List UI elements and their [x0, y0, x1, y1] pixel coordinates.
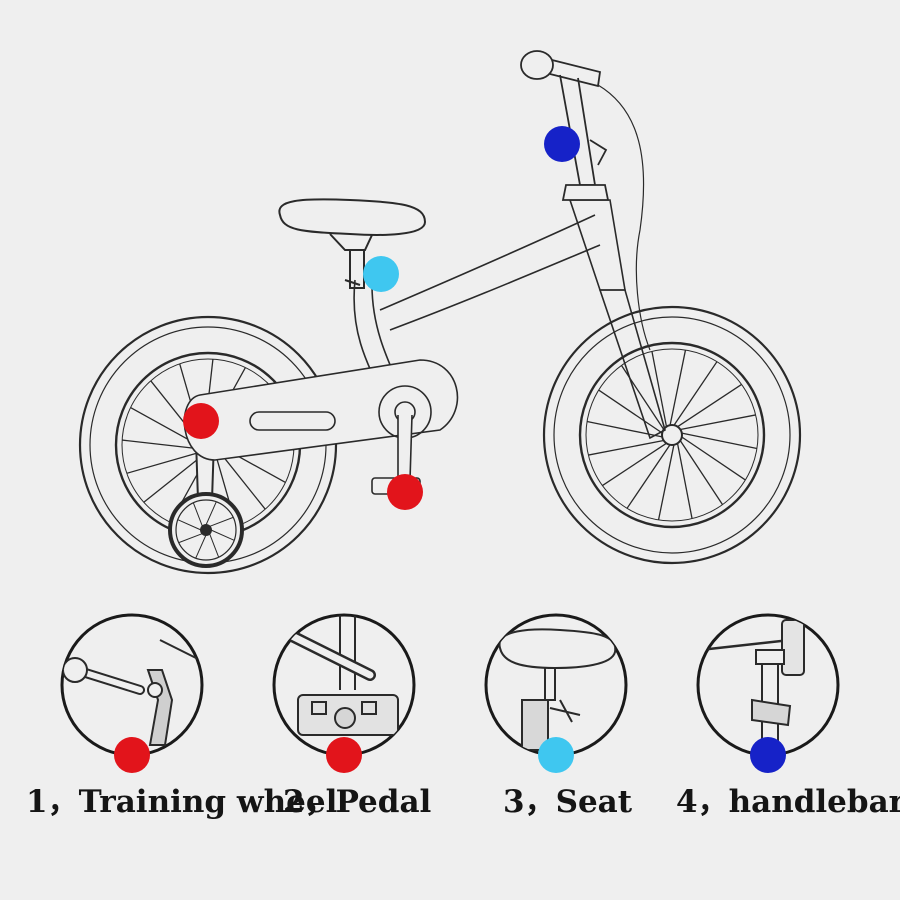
spoke	[681, 432, 758, 450]
spoke	[588, 439, 664, 456]
marker-detail-handlebar	[750, 737, 786, 773]
training-wheel-assembly	[168, 439, 244, 568]
spoke	[178, 533, 203, 544]
spoke	[681, 436, 746, 481]
front-wheel	[542, 305, 802, 565]
detail-circle-pedal	[272, 613, 416, 757]
spoke	[130, 407, 197, 445]
spoke	[586, 420, 663, 438]
spoke	[209, 533, 220, 558]
spoke	[669, 349, 687, 426]
marker-detail-seat	[538, 737, 574, 773]
bike-seat	[278, 198, 427, 289]
spoke	[626, 444, 671, 509]
marker-layer	[114, 126, 786, 773]
caption-pedal: 2，Pedal	[283, 784, 432, 820]
spoke	[680, 414, 756, 431]
spoke	[218, 450, 266, 510]
spoke	[679, 440, 724, 505]
spoke	[651, 351, 668, 427]
marker-handlebar	[544, 126, 580, 162]
spoke	[209, 516, 234, 527]
marker-detail-training-wheel	[114, 737, 150, 773]
caption-seat: 3，Seat	[503, 784, 633, 820]
marker-training-wheel	[183, 403, 219, 439]
caption-handlebar: 4，handlebar	[676, 784, 900, 820]
spoke	[210, 529, 235, 541]
spoke	[602, 442, 667, 487]
spoke	[177, 519, 202, 531]
marker-pedal	[387, 474, 423, 510]
detail-circle-seat	[484, 613, 628, 757]
spoke	[676, 443, 693, 519]
spoke	[673, 361, 718, 426]
bike-handlebar	[520, 50, 651, 351]
spoke	[143, 455, 203, 503]
spoke	[677, 383, 742, 428]
spoke	[126, 451, 199, 474]
detail-circle-training-wheel	[60, 613, 204, 757]
spoke	[205, 501, 217, 526]
spoke	[192, 502, 203, 527]
spoke	[657, 444, 675, 521]
spoke	[122, 439, 197, 450]
marker-detail-pedal	[326, 737, 362, 773]
detail-circle-handlebar	[696, 613, 840, 757]
spoke	[598, 389, 663, 434]
marker-seat	[363, 256, 399, 292]
spoke	[195, 534, 207, 559]
caption-training-wheel: 1，Training wheel	[26, 784, 338, 820]
